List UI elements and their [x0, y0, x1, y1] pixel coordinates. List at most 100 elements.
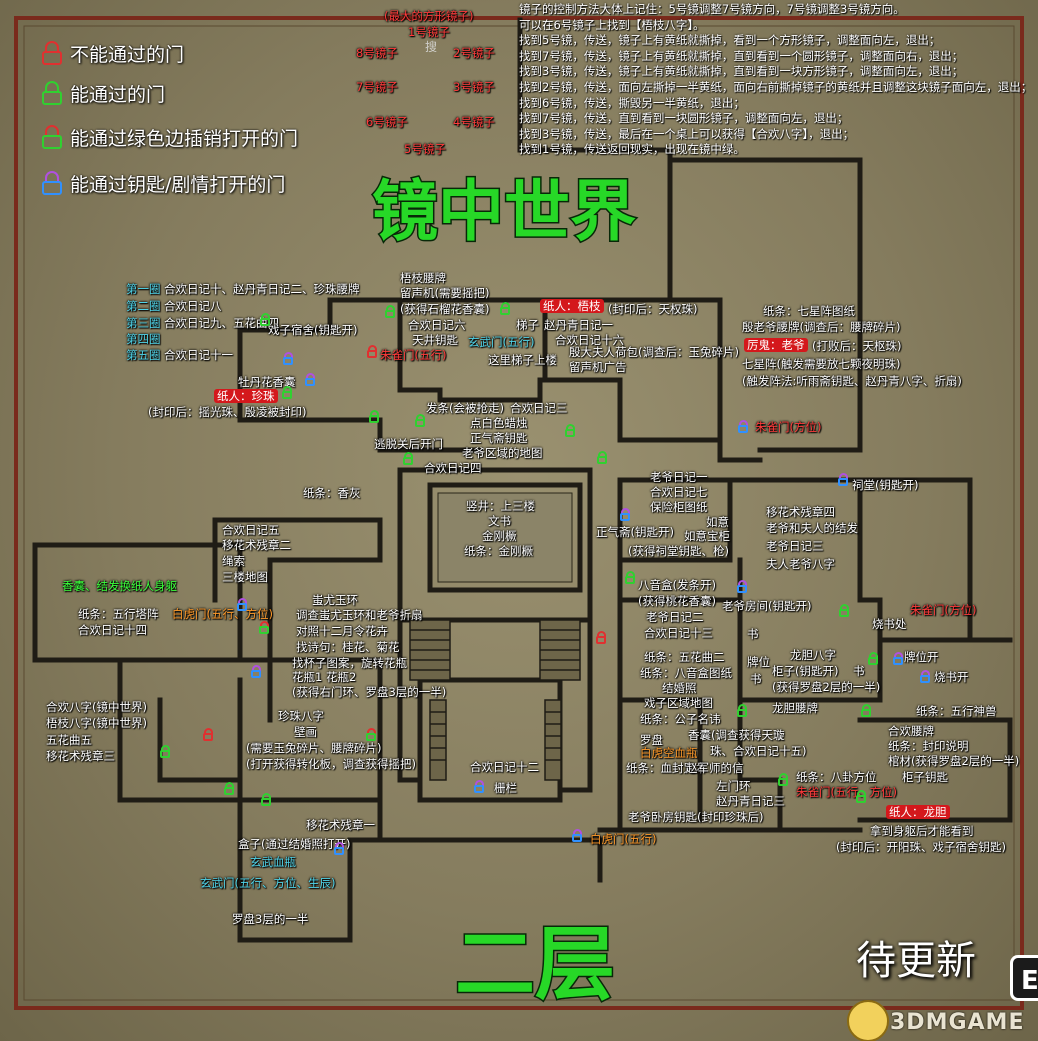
- mirror-instructions: 镜子的控制方法大体上记住：5号镜调整7号镜方向，7号镜调整3号镜方向。 可以在6…: [519, 2, 1036, 158]
- door-lock-icon[interactable]: [224, 782, 234, 796]
- yin-tablet: 殷老爷腰牌(调查后：腰牌碎片): [742, 320, 901, 334]
- door-lock-icon[interactable]: [282, 386, 292, 400]
- walls: [32, 17, 1013, 943]
- hehuan-tablet: 合欢腰牌: [888, 724, 934, 738]
- instruction-line: 找到6号镜，传送，撕毁另一半黄纸，退出；: [519, 95, 745, 110]
- door-lock-icon[interactable]: [367, 345, 377, 359]
- door-lock-icon[interactable]: [251, 665, 261, 679]
- door-lock-icon[interactable]: [737, 704, 747, 718]
- brand-watermark: 3DMGAME: [890, 1010, 1025, 1035]
- mirror-4: 4号镜子: [453, 115, 495, 129]
- door-lock-icon[interactable]: [369, 410, 379, 424]
- ancestral-hall: 祠堂(钥匙开): [852, 478, 919, 492]
- yihua-3: 移花术残章三: [46, 749, 115, 763]
- floor-3-map: 三楼地图: [222, 570, 268, 584]
- wuzhi-bazi: 梧枝八字(镜中世界): [46, 716, 147, 730]
- door-lock-icon[interactable]: [237, 598, 247, 612]
- ladder: 梯子: [516, 318, 539, 332]
- door-lock-icon[interactable]: [203, 728, 213, 742]
- circle-3: 第三圈: [126, 316, 161, 330]
- incense-ash: 纸条：香灰: [303, 486, 361, 500]
- key-hint-e[interactable]: E: [1010, 955, 1038, 1001]
- escape-gate: 逃脱关后开门: [374, 437, 443, 451]
- circle-3-text: 合欢日记九、五花曲四: [164, 316, 279, 330]
- longdan-seal: (封印后：开阳珠、戏子宿舍钥匙): [836, 840, 1006, 854]
- door-lock-icon[interactable]: [385, 305, 395, 319]
- diary-16: 合欢日记十六: [555, 333, 624, 347]
- door-lock-icon[interactable]: [283, 352, 293, 366]
- baihu-empty-blood: 白虎空血瓶: [640, 746, 698, 760]
- door-lock-icon[interactable]: [596, 631, 606, 645]
- door-lock-icon[interactable]: [861, 704, 871, 718]
- top-button[interactable]: 搜: [425, 40, 438, 54]
- cabinet-key: 柜子(钥匙开): [772, 664, 839, 678]
- door-lock-icon[interactable]: [160, 745, 170, 759]
- blood-curse: 纸条：血封咒术: [626, 761, 707, 775]
- zhenzhu-bazi: 珍珠八字: [278, 709, 324, 723]
- luopan-3-half: 罗盘3层的一半: [232, 912, 309, 926]
- wuzhi-seal: (封印后：天权珠): [608, 302, 698, 316]
- burn-open: 烧书开: [934, 670, 969, 684]
- laoye-bedroom-key: 老爷卧房钥匙(封印珍珠后): [628, 810, 764, 824]
- door-lock-icon[interactable]: [415, 414, 425, 428]
- chiyou-fan: 调查蚩尤玉环和老爷折扇: [296, 608, 423, 622]
- instruction-line: 找到7号镜，传送，镜子上有黄纸就撕掉，直到看到一个圆形镜子，调整面向右，退出；: [519, 48, 964, 63]
- door-lock-icon[interactable]: [500, 302, 510, 316]
- mirror-1: 1号镜子: [408, 25, 450, 39]
- zhuque-door-fangwei: 朱雀门(方位): [755, 420, 822, 434]
- door-lock-icon[interactable]: [738, 420, 748, 434]
- baihu-door-wuxing: 白虎门(五行): [590, 832, 657, 846]
- door-lock-icon[interactable]: [839, 604, 849, 618]
- wuxing-beast: 纸条：五行神兽: [916, 704, 997, 718]
- map-title: 镜中世界: [371, 172, 638, 252]
- recorder: 留声机(需要摇把): [400, 286, 490, 300]
- door-lock-icon[interactable]: [260, 313, 270, 327]
- ghost-laoye: 厉鬼：老爷: [744, 338, 808, 352]
- diary-14: 合欢日记十四: [78, 623, 147, 637]
- instruction-line: 找到1号镜，传送返回现实，出现在镜中绿。: [519, 142, 745, 157]
- door-lock-icon[interactable]: [261, 793, 271, 807]
- mirror-header: (最大的方形镜子): [384, 9, 474, 23]
- yihua-2: 移花术残章二: [222, 538, 291, 552]
- door-lock-icon[interactable]: [334, 842, 344, 856]
- mural: 壁画: [294, 725, 317, 739]
- door-lock-icon[interactable]: [572, 829, 582, 843]
- door-lock-icon[interactable]: [737, 580, 747, 594]
- door-lock-icon[interactable]: [778, 773, 788, 787]
- circle-5-text: 合欢日记十一: [164, 348, 233, 362]
- door-lock-icon[interactable]: [856, 790, 866, 804]
- opera-map: 戏子区域地图: [644, 696, 713, 710]
- zhengqi-room: 正气斋(钥匙开): [596, 525, 674, 539]
- red-green-lock-icon: [42, 124, 62, 151]
- door-lock-icon[interactable]: [259, 621, 269, 635]
- circle-1-text: 合欢日记十、赵丹青日记二、珍珠腰牌: [164, 282, 360, 296]
- laoye-map: 老爷区域的地图: [462, 446, 543, 460]
- door-lock-icon[interactable]: [893, 652, 903, 666]
- instruction-line: 找到2号镜，传送，面向左撕掉一半黄纸，面向右前撕掉镜子的黄纸并且调整这块镜子面向…: [519, 79, 1033, 94]
- spring: 发条(会被抢走): [426, 401, 504, 415]
- seal-note: 纸条：封印说明: [888, 739, 969, 753]
- opera-dorm: 戏子宿舍(钥匙开): [268, 323, 358, 337]
- vajra: 金刚橛: [482, 529, 517, 543]
- door-lock-icon[interactable]: [403, 452, 413, 466]
- zhao-diary-1: 赵丹青日记一: [544, 318, 613, 332]
- door-lock-icon[interactable]: [868, 652, 878, 666]
- cup-vase: 找杯子图案，旋转花瓶: [292, 656, 407, 670]
- door-lock-icon[interactable]: [474, 780, 484, 794]
- laoye-room: 老爷房间(钥匙开): [722, 599, 812, 613]
- door-lock-icon[interactable]: [620, 508, 630, 522]
- diary-6: 合欢日记六: [408, 318, 466, 332]
- box: 盒子(通过结婚照打开): [238, 837, 351, 851]
- door-lock-icon[interactable]: [625, 571, 635, 585]
- sachet-investigate: 香囊(调查获得天璇: [688, 728, 785, 742]
- door-lock-icon[interactable]: [920, 670, 930, 684]
- circle-2-text: 合欢日记八: [164, 299, 222, 313]
- door-lock-icon[interactable]: [838, 473, 848, 487]
- rope: 绳索: [222, 554, 245, 568]
- door-lock-icon[interactable]: [565, 424, 575, 438]
- legend-latch-door: 能通过绿色边插销打开的门: [42, 124, 298, 151]
- door-lock-icon[interactable]: [305, 373, 315, 387]
- mirror-3: 3号镜子: [453, 80, 495, 94]
- door-lock-icon[interactable]: [597, 451, 607, 465]
- door-lock-icon[interactable]: [366, 728, 376, 742]
